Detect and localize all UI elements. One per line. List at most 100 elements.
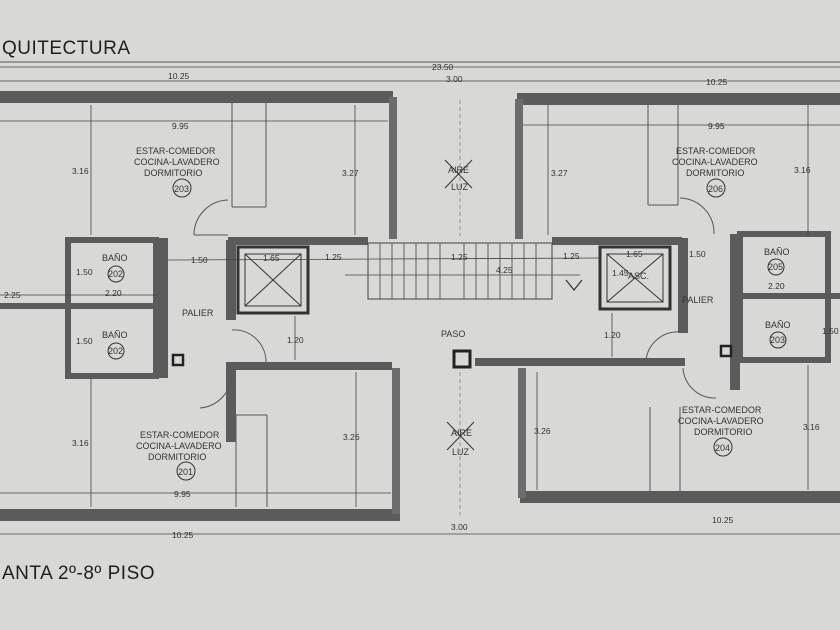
corridor-wall-top-left	[228, 237, 368, 245]
bath-202a-badge	[107, 265, 125, 283]
dim-depth-bottom-right: 3.16	[803, 422, 820, 432]
dim-stair-top-right: 3.27	[551, 168, 568, 178]
palier-right-wall	[730, 234, 740, 390]
unit-206-line2: COCINA-LAVADERO	[672, 157, 758, 167]
palier-left-wall-inner	[226, 240, 236, 320]
unit-203-line3: DORMITORIO	[144, 168, 202, 178]
unit-204-line2: COCINA-LAVADERO	[678, 416, 764, 426]
palier-right-wall-inner	[678, 238, 688, 333]
dim-bottom-right-text: 10.25	[712, 515, 734, 525]
dim-depth-top-left: 3.16	[72, 166, 89, 176]
elevator-right	[598, 245, 672, 311]
unit-203-line1: ESTAR-COMEDOR	[136, 146, 216, 156]
unit-203-line2: COCINA-LAVADERO	[134, 157, 220, 167]
unit-201-number: 201	[178, 467, 193, 477]
wall-top-right	[517, 93, 840, 105]
elevator-right-label: ASC.	[628, 271, 649, 281]
dim-bath-left-bottom: 1.50	[76, 336, 93, 346]
right-block-dim: 10.25	[706, 77, 728, 87]
elevator-left	[236, 245, 310, 315]
bath-202a-label: BAÑO	[102, 253, 128, 263]
header-title: QUITECTURA	[2, 38, 131, 59]
unit-203-badge	[172, 178, 192, 198]
unit-204-line3: DORMITORIO	[694, 427, 752, 437]
dim-bath-span-text: 2.25	[4, 290, 21, 300]
dim-stair-top-left: 3.27	[342, 168, 359, 178]
wall-bottom-left	[0, 509, 400, 521]
dim-paso-left-text: 1.20	[287, 335, 304, 345]
wall-top-left	[0, 91, 393, 103]
light-shaft-top	[444, 100, 473, 236]
unit-203-number: 203	[174, 184, 189, 194]
unit-204-line1: ESTAR-COMEDOR	[682, 405, 762, 415]
dim-paso-right-text: 1.20	[604, 330, 621, 340]
center-dim-top: 3.00	[446, 74, 463, 84]
dim-corridor	[167, 257, 601, 261]
palier-right-label: PALIER	[682, 295, 714, 305]
stair	[345, 242, 583, 300]
door-swing-left-apt	[231, 329, 267, 363]
floor-title: ANTA 2º-8º PISO	[2, 563, 156, 584]
unit-206-badge	[706, 178, 726, 198]
door-swing-top-right	[679, 197, 715, 235]
dim-bath-left-width: 2.20	[105, 288, 122, 298]
unit-204-number: 204	[715, 443, 730, 453]
bath-202a-number: 202	[108, 269, 123, 279]
column-paso	[452, 349, 472, 369]
bath-203-number: 203	[770, 335, 785, 345]
dim-bottom-left-text: 10.25	[172, 530, 194, 540]
corridor-wall-bottom-right	[475, 358, 685, 366]
corridor-wall-top-right	[552, 237, 682, 245]
dim-stair-bottom-right: 3.26	[534, 426, 551, 436]
dim-corr-b-right: 1.65	[626, 249, 643, 259]
bath-202b-badge	[107, 342, 125, 360]
door-swing-right-apt	[645, 331, 681, 361]
dim-bath-right-bottom: 1.50	[822, 326, 839, 336]
shaft-wall-top-right	[515, 99, 523, 239]
dim-stair-bottom-left: 3.26	[343, 432, 360, 442]
unit-201-line2: COCINA-LAVADERO	[136, 441, 222, 451]
dim-depth-bottom-left: 3.16	[72, 438, 89, 448]
dim-center-bottom-text: 3.00	[451, 522, 468, 532]
bath-203-label: BAÑO	[765, 320, 791, 330]
shaft-wall-bottom-left	[392, 368, 400, 514]
unit-204-badge	[713, 437, 733, 457]
unit-201-line1: ESTAR-COMEDOR	[140, 430, 220, 440]
dim-inner-top-right-text: 9.95	[708, 121, 725, 131]
left-block-dim: 10.25	[168, 71, 190, 81]
unit-201-badge	[176, 461, 196, 481]
dim-corr-a-right: 1.50	[689, 249, 706, 259]
dim-elev-right: 1.45	[612, 268, 629, 278]
unit-206-line3: DORMITORIO	[686, 168, 744, 178]
bath-205-badge	[767, 258, 785, 276]
dim-bath-left-top: 1.50	[76, 267, 93, 277]
shaft-bottom-luz: LUZ	[452, 447, 470, 457]
bath-202b-number: 202	[108, 346, 123, 356]
palier-left-wall	[158, 238, 168, 378]
door-swing-bottom-left	[199, 371, 233, 409]
shaft-wall-bottom-right	[518, 368, 526, 498]
elevator-left-cab	[244, 253, 302, 307]
elevator-right-cab	[606, 253, 664, 303]
unit-201-line3: DORMITORIO	[148, 452, 206, 462]
dim-inner-top-left-text: 9.95	[172, 121, 189, 131]
overall-dim-text: 23.50	[432, 62, 454, 72]
paso-label: PASO	[441, 329, 465, 339]
dim-corr-c-mid: 1.25	[451, 252, 468, 262]
duct-right	[719, 344, 733, 358]
dim-bath-right-width: 2.20	[768, 281, 785, 291]
dim-inner-bottom-left-text: 9.95	[174, 489, 191, 499]
shaft-bottom-aire: AIRE	[451, 428, 472, 438]
bath-203-badge	[769, 331, 787, 349]
light-shaft-bottom	[446, 372, 475, 515]
dim-depth-top-right: 3.16	[794, 165, 811, 175]
wall-bottom-right	[520, 491, 840, 503]
palier-left-wall-inner-2	[226, 362, 236, 442]
elevator-right-x2	[606, 253, 664, 303]
bath-205-label: BAÑO	[764, 247, 790, 257]
shaft-top-aire: AIRE	[448, 165, 469, 175]
dim-corr-a-left: 1.50	[191, 255, 208, 265]
dim-corr-c-right: 1.25	[563, 251, 580, 261]
